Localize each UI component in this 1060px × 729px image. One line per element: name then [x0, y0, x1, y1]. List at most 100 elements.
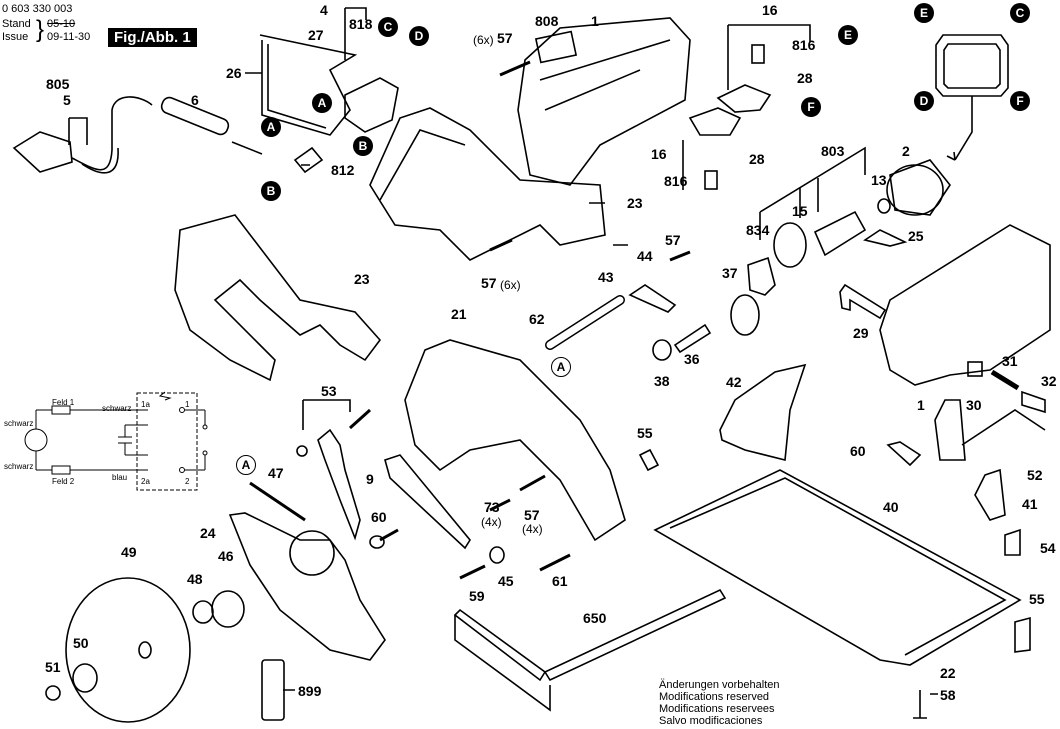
label-45: 45 — [498, 573, 514, 589]
switch-drawing — [344, 77, 399, 133]
label-805: 805 — [46, 76, 70, 92]
modifications-notice: Änderungen vorbehalten Modifications res… — [659, 679, 779, 727]
label-1-top: 1 — [591, 13, 599, 29]
label-15: 15 — [792, 203, 808, 219]
label-38: 38 — [654, 373, 670, 389]
label-40: 40 — [883, 499, 899, 515]
ref-a-spring: A — [236, 455, 256, 475]
ref-a-guard: A — [551, 357, 571, 377]
label-55-right: 55 — [1029, 591, 1045, 607]
label-816-top: 816 — [792, 37, 816, 53]
connector-f-ring: F — [1010, 91, 1030, 111]
label-53: 53 — [321, 383, 337, 399]
handle-half-drawing — [369, 107, 606, 261]
connector-c: C — [378, 17, 398, 37]
label-28-mid: 28 — [749, 151, 765, 167]
wiring-feld1: Feld 1 — [52, 398, 75, 407]
lower-guard-drawing — [228, 512, 386, 661]
label-57-top: 57 — [497, 30, 513, 46]
grease-tube-drawing — [261, 659, 285, 721]
connector-c-ring: C — [1010, 3, 1030, 23]
label-899: 899 — [298, 683, 322, 699]
connector-a: A — [312, 93, 332, 113]
connection-ring-drawing — [935, 34, 1009, 161]
label-812: 812 — [331, 162, 355, 178]
label-54: 54 — [1040, 540, 1056, 556]
terminal-2: 2 — [185, 477, 190, 486]
label-58: 58 — [940, 687, 956, 703]
brace-icon: } — [36, 16, 45, 43]
terminal-2a: 2a — [141, 477, 150, 486]
label-36: 36 — [684, 351, 700, 367]
label-818: 818 — [349, 16, 373, 32]
connector-f: F — [801, 97, 821, 117]
label-73-qty: (4x) — [481, 515, 502, 529]
label-57-shaft: 57 — [665, 232, 681, 248]
label-60-mid: 60 — [850, 443, 866, 459]
label-834: 834 — [746, 222, 770, 238]
label-24: 24 — [200, 525, 216, 541]
saw-blade-drawing — [65, 577, 191, 723]
label-16-top: 16 — [762, 2, 778, 18]
wiring-schwarz-motor-bottom: schwarz — [4, 462, 34, 471]
label-44: 44 — [637, 248, 653, 264]
label-6: 6 — [191, 92, 199, 108]
label-9: 9 — [366, 471, 374, 487]
label-52: 52 — [1027, 467, 1043, 483]
part-number: 0 603 330 003 — [2, 3, 73, 15]
label-28-top: 28 — [797, 70, 813, 86]
label-48: 48 — [187, 571, 203, 587]
label-42: 42 — [726, 374, 742, 390]
label-51: 51 — [45, 659, 61, 675]
label-43: 43 — [598, 269, 614, 285]
connector-d-ring: D — [914, 91, 934, 111]
label-5: 5 — [63, 92, 71, 108]
blade-guard-drawing — [404, 339, 626, 542]
label-22: 22 — [940, 665, 956, 681]
label-13: 13 — [871, 172, 887, 188]
label-61: 61 — [552, 573, 568, 589]
label-23-left: 23 — [354, 271, 370, 287]
label-816-mid: 816 — [664, 173, 688, 189]
wiring-diagram — [24, 391, 208, 491]
notice-fr: Modifications reservees — [659, 703, 775, 715]
figure-label: Fig./Abb. 1 — [108, 28, 197, 47]
terminal-1: 1 — [185, 400, 190, 409]
label-57-low: 57 — [524, 507, 540, 523]
label-37: 37 — [722, 265, 738, 281]
label-25: 25 — [908, 228, 924, 244]
label-1-motor: 1 — [917, 397, 925, 413]
label-57-low-qty: (4x) — [522, 522, 543, 536]
wiring-schwarz-motor-top: schwarz — [4, 419, 34, 428]
parallel-guide-drawing — [453, 608, 547, 682]
label-32: 32 — [1041, 373, 1057, 389]
label-59: 59 — [469, 588, 485, 604]
issue-label: Issue — [2, 31, 29, 43]
label-4: 4 — [320, 2, 328, 18]
label-16-mid: 16 — [651, 146, 667, 162]
label-2: 2 — [902, 143, 910, 159]
label-62: 62 — [529, 311, 545, 327]
label-50: 50 — [73, 635, 89, 651]
label-73: 73 — [484, 499, 500, 515]
label-55-left: 55 — [637, 425, 653, 441]
label-49: 49 — [121, 544, 137, 560]
connector-a-cord: A — [261, 117, 281, 137]
label-47: 47 — [268, 465, 284, 481]
housing-half-drawing — [517, 17, 691, 186]
stand-value: 05-10 — [47, 18, 76, 30]
terminal-1a: 1a — [141, 400, 150, 409]
label-803: 803 — [821, 143, 845, 159]
label-46: 46 — [218, 548, 234, 564]
cable-loop-drawing — [259, 34, 358, 136]
wiring-feld2: Feld 2 — [52, 477, 75, 486]
label-57-top-qty: (6x) — [473, 33, 494, 47]
connector-d: D — [409, 26, 429, 46]
handle-drawing — [174, 214, 382, 382]
connector-e-ring: E — [914, 3, 934, 23]
label-31: 31 — [1002, 353, 1018, 369]
wiring-blau: blau — [112, 473, 128, 482]
label-808: 808 — [535, 13, 559, 29]
base-plate-drawing — [653, 469, 1022, 666]
